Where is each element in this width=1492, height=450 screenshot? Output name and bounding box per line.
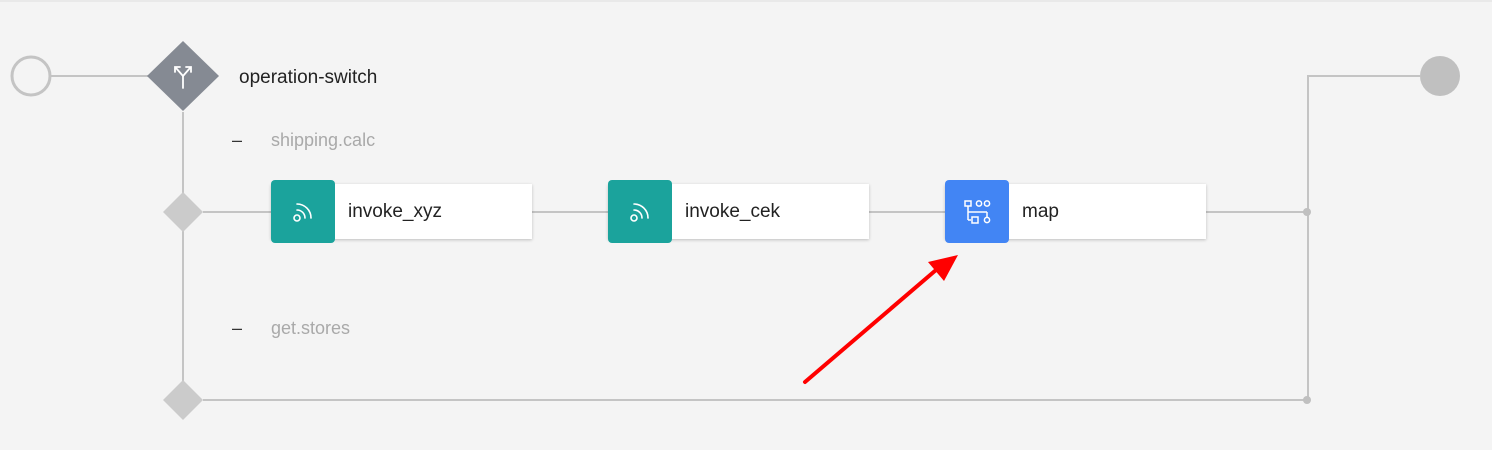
start-node[interactable] [10,55,52,97]
connectors [50,75,1420,401]
split-icon [174,66,192,89]
step-label: invoke_xyz [348,201,442,222]
branch-label-get-stores: get.stores [271,318,351,338]
top-border [0,0,1492,2]
branch-node-get-stores[interactable] [163,380,203,420]
annotation-arrow [803,255,958,384]
step-invoke-cek[interactable]: invoke_cek [608,180,869,243]
step-invoke-xyz[interactable]: invoke_xyz [271,180,532,243]
branch-label-shipping-calc: shipping.calc [271,130,376,150]
branch-node-shipping-calc[interactable] [163,192,203,232]
rss-icon [271,180,335,243]
step-label: invoke_cek [685,201,781,222]
collapse-branch-shipping-calc[interactable]: – [232,130,243,150]
switch-label: operation-switch [239,67,378,88]
collapse-branch-get-stores[interactable]: – [232,318,243,338]
mapper-icon [945,180,1009,243]
join-dot [1303,208,1311,216]
rss-icon [608,180,672,243]
step-map[interactable]: map [945,180,1206,243]
step-label: map [1022,201,1059,222]
end-node[interactable] [1420,56,1460,96]
join-dot [1303,396,1311,404]
switch-node[interactable] [147,41,219,111]
